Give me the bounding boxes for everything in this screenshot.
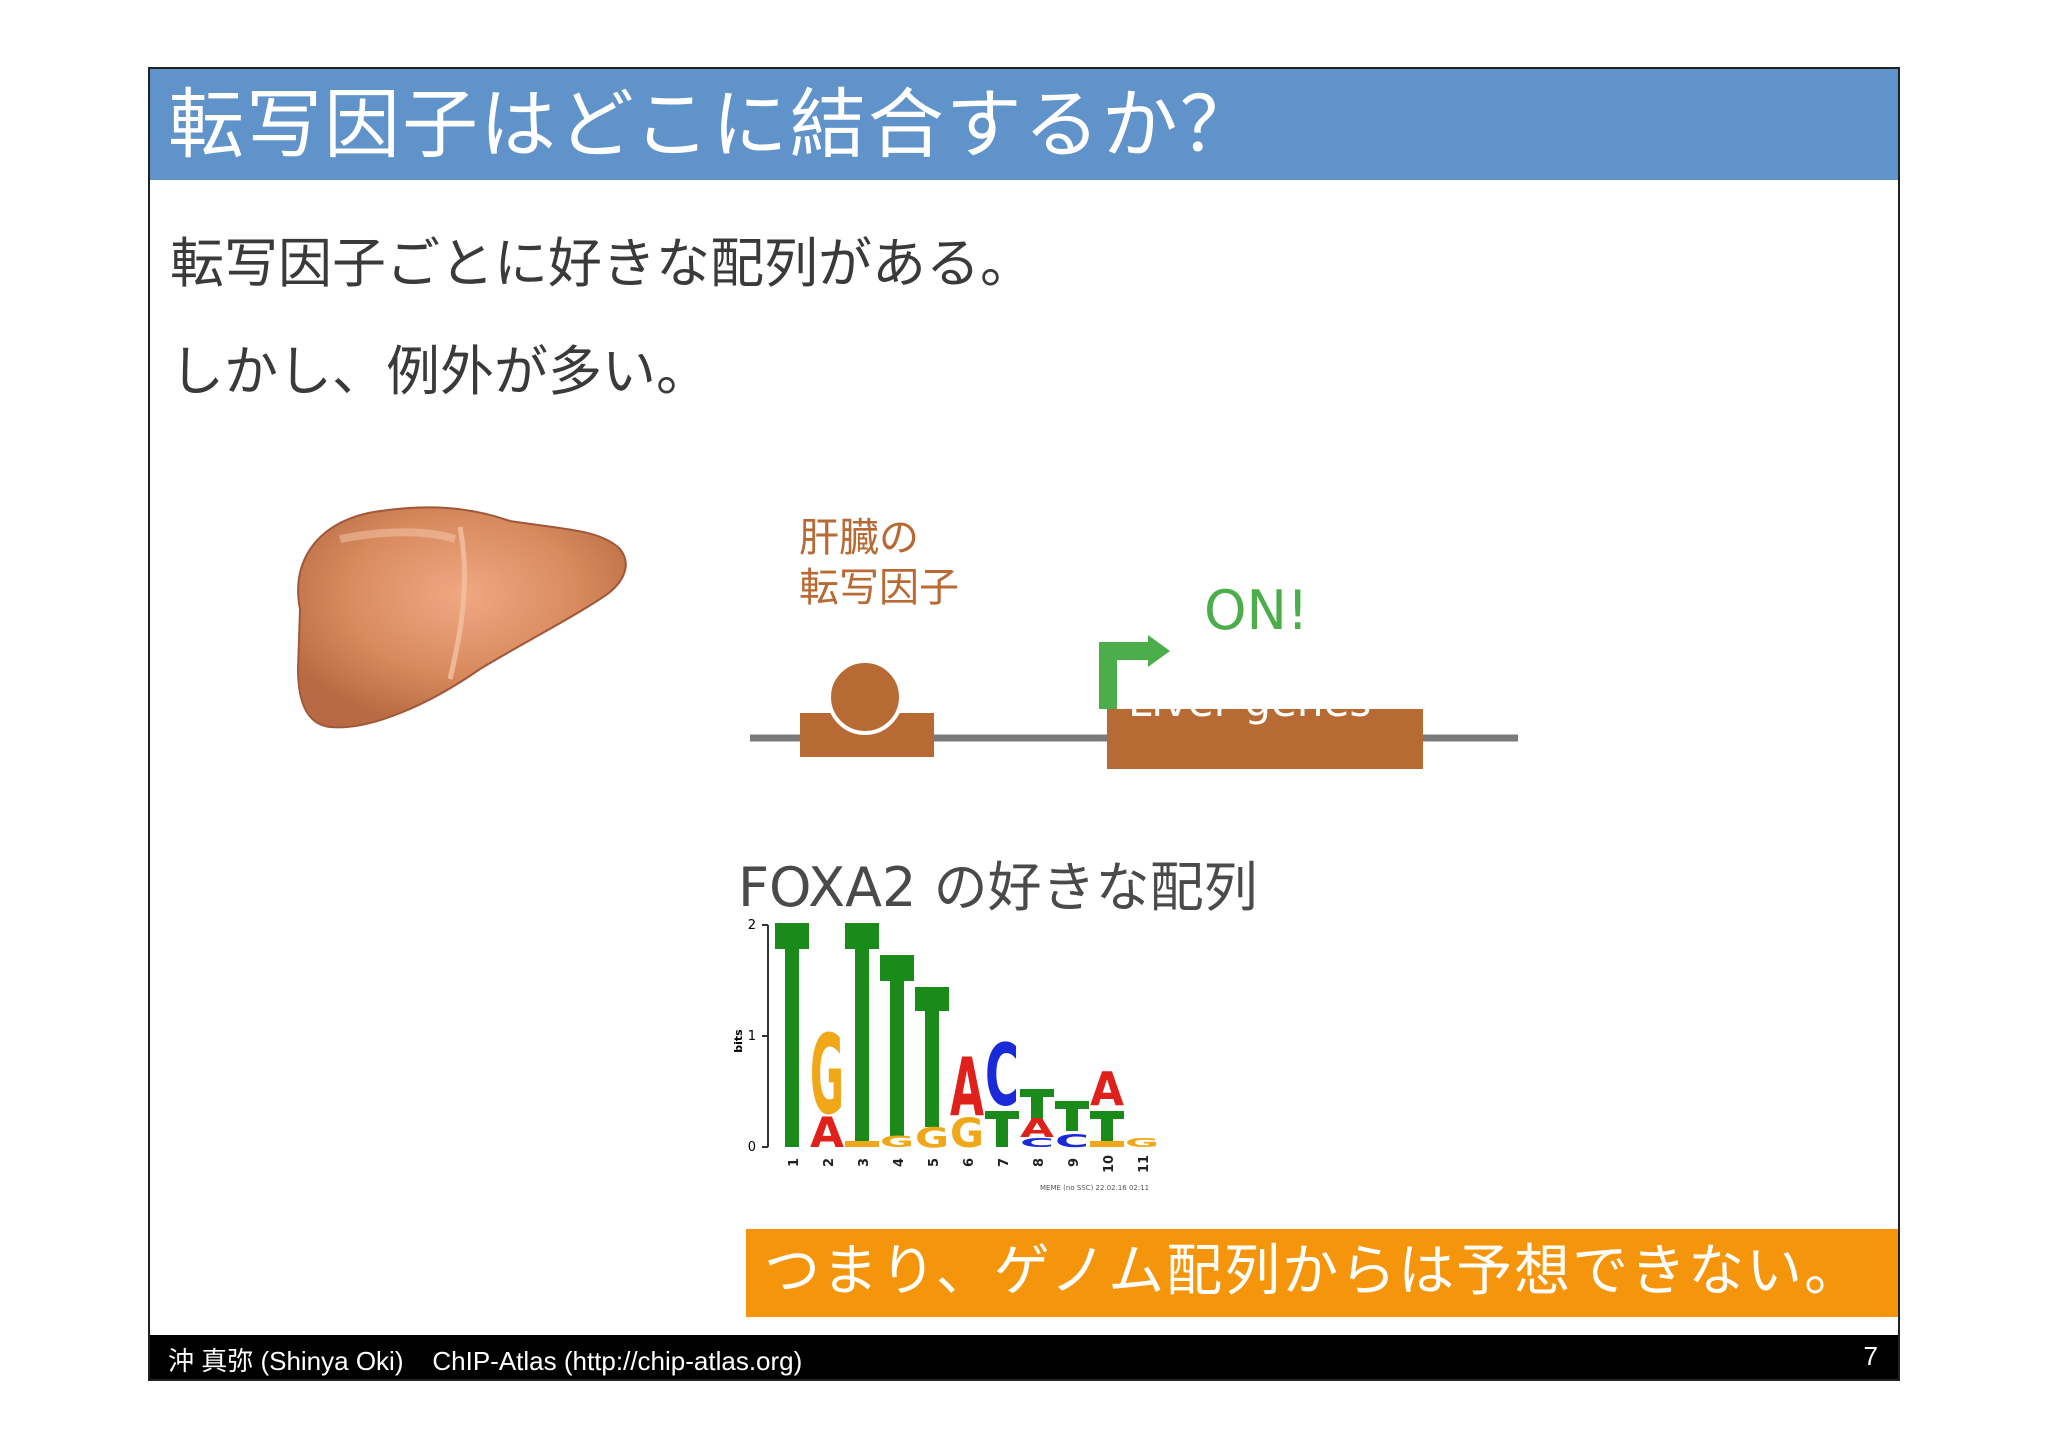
- svg-text:G: G: [810, 1011, 844, 1139]
- svg-text:C: C: [985, 1026, 1019, 1126]
- gene-regulation-diagram: [750, 635, 1518, 769]
- logo-y-tick-1: 1: [748, 1029, 756, 1044]
- logo-x-tick: 11: [1137, 1155, 1152, 1173]
- logo-y-tick-0: 0: [748, 1140, 756, 1155]
- logo-x-tick: 3: [857, 1158, 872, 1167]
- footer-text: 沖 真弥 (Shinya Oki) ChIP-Atlas (http://chi…: [168, 1346, 803, 1376]
- liver-genes-box: [1107, 709, 1423, 769]
- logo-pos-11: G: [1125, 1136, 1159, 1150]
- title-bar: 転写因子はどこに結合するか？: [150, 69, 1898, 180]
- logo-pos-6: . A G: [950, 1041, 984, 1157]
- on-label: ON!: [1204, 579, 1309, 642]
- svg-text:A: A: [1090, 1062, 1124, 1116]
- bullet-1: 転写因子ごとに好きな配列がある。: [170, 232, 1034, 295]
- logo-y-tick-2: 2: [748, 918, 756, 933]
- logo-x-tick: 1: [787, 1158, 802, 1167]
- motif-title: FOXA2 の好きな配列: [738, 856, 1258, 919]
- svg-text:G: G: [1125, 1136, 1159, 1150]
- foxa2-sequence-logo: 2 1 0 bits G A G G: [732, 918, 1159, 1192]
- svg-text:G: G: [880, 1132, 914, 1151]
- svg-text:A: A: [950, 1041, 984, 1134]
- logo-pos-9: C: [1055, 1101, 1089, 1152]
- logo-y-axis-label: bits: [732, 1029, 745, 1053]
- bullet-2: しかし、例外が多い。: [170, 340, 710, 403]
- logo-x-tick: 4: [892, 1158, 907, 1167]
- logo-x-tick: 9: [1067, 1158, 1082, 1167]
- logo-pos-1: [775, 923, 809, 1147]
- svg-text:A: A: [1020, 1114, 1054, 1144]
- footer-bar: 沖 真弥 (Shinya Oki) ChIP-Atlas (http://chi…: [150, 1335, 1898, 1379]
- liver-illustration: [296, 506, 627, 729]
- svg-text:A: A: [810, 1108, 845, 1157]
- svg-text:C: C: [1055, 1131, 1089, 1152]
- logo-x-tick: 10: [1102, 1155, 1117, 1173]
- transcription-factor: [827, 659, 903, 735]
- logo-y-axis: 2 1 0 bits: [732, 918, 769, 1155]
- logo-x-tick: 2: [822, 1158, 837, 1167]
- logo-x-tick: 8: [1032, 1158, 1047, 1167]
- page-number: 7: [1863, 1341, 1878, 1371]
- logo-x-axis: 1 2 3 4 5 6 7 8 9 10 11: [787, 1155, 1152, 1173]
- svg-text:C: C: [1020, 1136, 1055, 1150]
- logo-pos-2: G A: [810, 1011, 845, 1157]
- logo-x-tick: 6: [962, 1158, 977, 1167]
- logo-pos-7: C: [985, 1026, 1019, 1147]
- tf-label: 肝臓の 転写因子: [799, 515, 959, 611]
- liver-genes-label: Liver genes: [1128, 677, 1372, 726]
- conclusion-box: つまり、ゲノム配列からは予想できない。: [746, 1229, 1898, 1317]
- logo-x-tick: 7: [997, 1158, 1012, 1167]
- logo-pos-8: A C: [1020, 1089, 1055, 1150]
- promoter-arrow: [1099, 642, 1150, 709]
- logo-x-tick: 5: [927, 1158, 942, 1167]
- logo-footnote: MEME (no SSC) 22.02.16 02:11: [1040, 1184, 1149, 1192]
- slide-title: 転写因子はどこに結合するか？: [168, 80, 1258, 169]
- slide: 転写因子はどこに結合するか？ 転写因子ごとに好きな配列がある。 しかし、例外が多…: [148, 67, 1900, 1381]
- conclusion-text: つまり、ゲノム配列からは予想できない。: [764, 1239, 1863, 1304]
- svg-text:G: G: [950, 1111, 984, 1157]
- logo-pos-10: A: [1090, 1062, 1124, 1147]
- svg-text:G: G: [915, 1121, 949, 1154]
- logo-pos-4: G: [880, 955, 914, 1151]
- logo-pos-3: [845, 923, 879, 1147]
- logo-pos-5: G: [915, 987, 949, 1154]
